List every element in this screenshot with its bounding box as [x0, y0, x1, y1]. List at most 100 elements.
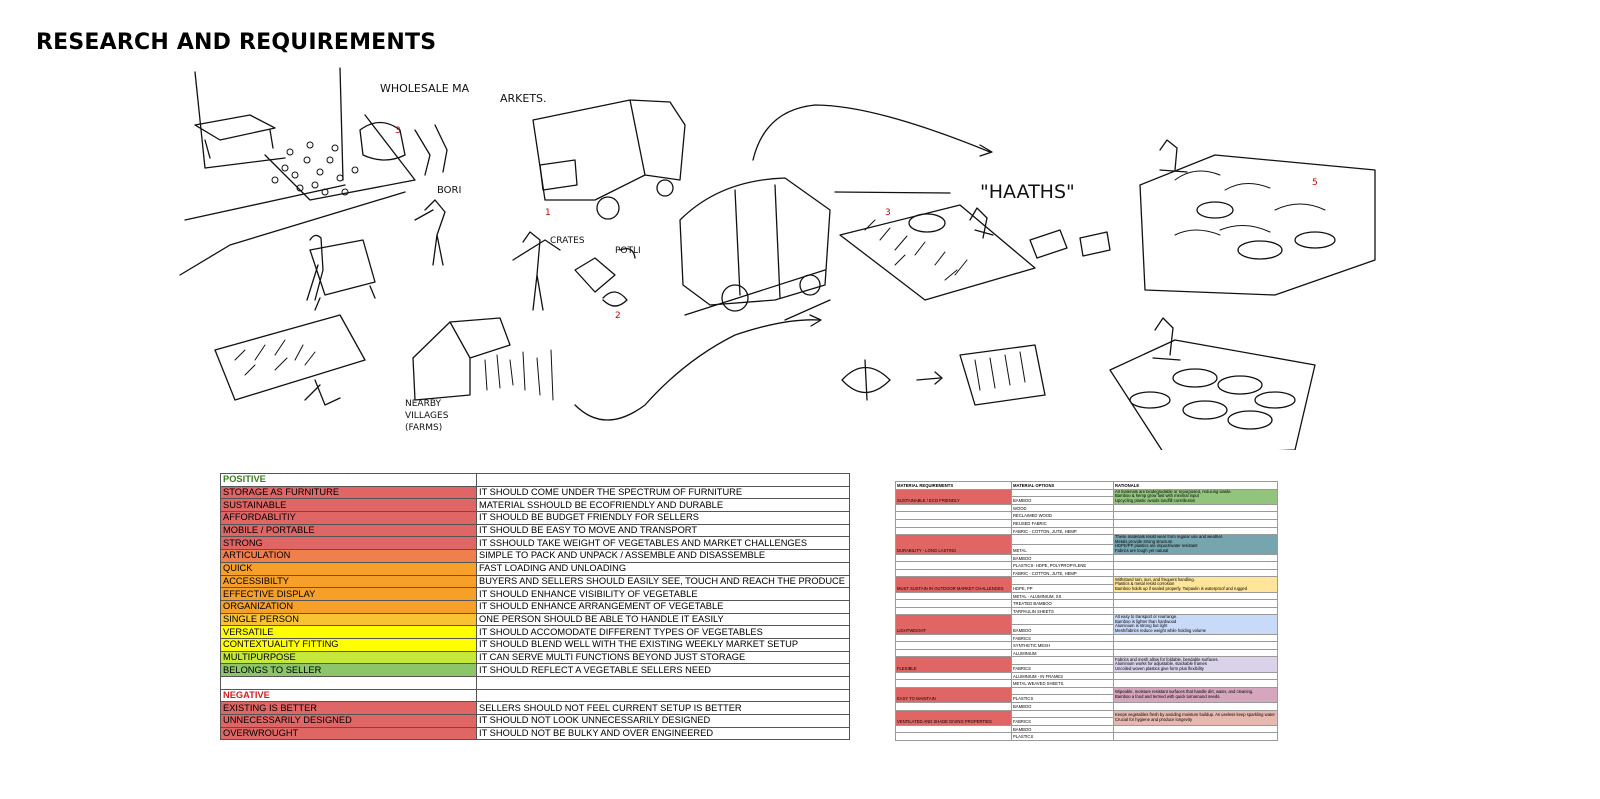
number-stall: 5 [1312, 178, 1318, 188]
empty-cell [895, 511, 1012, 520]
negative-header-row: NEGATIVE [220, 688, 850, 703]
material-option: ALUMINIUM - IN FRAMES [1011, 671, 1114, 681]
bottom-stall-seller-sketch [1152, 317, 1181, 361]
requirement-label: MULTIPURPOSE [220, 650, 477, 665]
material-option: SYNTHETIC MESH [1011, 641, 1114, 650]
material-option-blank [1011, 614, 1114, 625]
empty-cell [895, 561, 1012, 570]
material-option-row: FABRICS [895, 633, 1278, 643]
requirement-description: IT SHOULD BLEND WELL WITH THE EXISTING W… [476, 637, 850, 652]
material-option: METAL [1011, 543, 1114, 555]
requirement-label: MOBILE / PORTABLE [220, 523, 477, 538]
auto-rickshaw-sketch [679, 177, 831, 306]
empty-cell [1113, 599, 1278, 608]
material-option: FABRICS [1011, 633, 1114, 643]
material-requirement: LIGHTWEIGHT [895, 614, 1012, 635]
empty-cell [895, 599, 1012, 608]
number-potli: 2 [615, 311, 621, 321]
label-villages-3: (FARMS) [405, 423, 442, 433]
requirement-label: AFFORDABLITIY [220, 511, 477, 525]
requirement-label: QUICK [220, 561, 477, 576]
page-title: RESEARCH AND REQUIREMENTS [36, 30, 437, 55]
requirement-label: UNNECESSARILY DESIGNED [220, 714, 477, 728]
material-option: TARPAULIN SHEETS [1011, 606, 1114, 616]
bori-carrier-sketch [414, 199, 446, 266]
requirement-label: VERSATILE [220, 625, 477, 639]
requirement-description [476, 473, 850, 487]
label-arkets: ARKETS. [500, 92, 547, 105]
requirement-label: EFFECTIVE DISPLAY [220, 587, 477, 601]
material-option-row: FABRIC - COTTON, JUTE, HEMP [895, 568, 1278, 578]
material-option-row: TARPAULIN SHEETS [895, 606, 1278, 616]
empty-cell [895, 591, 1012, 601]
empty-cell [1113, 503, 1278, 513]
empty-cell [895, 724, 1012, 734]
material-option-row: PLASTICS [895, 732, 1278, 741]
empty-cell [1113, 553, 1278, 563]
requirement-description [476, 688, 850, 703]
bottom-stall-sketch [1109, 339, 1316, 450]
material-rationale: Keeps vegetables fresh by avoiding moist… [1113, 709, 1278, 726]
requirement-label: POSITIVE [220, 473, 477, 487]
material-requirement: SUSTAINABLE / ECO FRIENDLY [895, 488, 1012, 505]
material-option: FABRICS [1011, 664, 1114, 673]
empty-cell [895, 526, 1012, 536]
material-option: METAL - ALUMINIUM, SS [1011, 591, 1114, 601]
rationale-line: Metals provide strong structure [1115, 538, 1173, 544]
empty-cell [1113, 724, 1278, 734]
label-villages-1: NEARBY [405, 399, 442, 409]
material-option: FABRICS [1011, 717, 1114, 726]
stall-sketch [1139, 154, 1376, 296]
arrow-from-villages [574, 319, 821, 421]
material-option: TREATED BAMBOO [1011, 599, 1114, 608]
requirement-description: ONE PERSON SHOULD BE ABLE TO HANDLE IT E… [476, 612, 850, 627]
requirement-label: ARTICULATION [220, 549, 477, 563]
truck-sketch [532, 99, 686, 201]
material-requirement: MUST SUSTAIN IN OUTDOOR MARKET CHALLENGE… [895, 576, 1012, 593]
rationale-line: All easy to transport or rearrange. [1115, 614, 1178, 620]
material-rationale: Wipeable, moisture resistant surfaces th… [1113, 686, 1278, 704]
material-rationale: Withstand rain, sun, and frequent handli… [1113, 576, 1278, 593]
wholesale-ground-sketch [179, 67, 448, 276]
rationale-line: Mesh/fabrics reduce weight while holding… [1115, 628, 1207, 634]
requirement-description: IT SHOULD ENHANCE ARRANGEMENT OF VEGETAB… [476, 599, 850, 614]
requirement-label: STRONG [220, 536, 477, 551]
requirement-description: SIMPLE TO PACK AND UNPACK / ASSEMBLE AND… [476, 549, 850, 563]
material-group-row: LIGHTWEIGHT All easy to transport or rear… [895, 614, 1278, 635]
empty-cell [1113, 702, 1278, 711]
requirement-label: SINGLE PERSON [220, 612, 477, 627]
village-hut-sketch [412, 317, 511, 401]
material-option: BAMBOO [1011, 724, 1114, 734]
requirement-description [476, 676, 850, 690]
empty-cell [1113, 568, 1278, 578]
material-requirement: EASY TO MAINTAIN [895, 686, 1012, 704]
crates-porter-sketch [512, 231, 561, 311]
pumpkin-sketch [841, 359, 891, 401]
vegetable-tray-sketch [959, 344, 1046, 406]
material-option-row: SYNTHETIC MESH [895, 641, 1278, 650]
material-option-row: BAMBOO [895, 724, 1278, 734]
empty-cell [895, 641, 1012, 650]
material-option: WOOD [1011, 503, 1114, 513]
material-option: BAMBOO [1011, 553, 1114, 563]
requirement-description: IT SHOULD NOT LOOK UNNECESSARILY DESIGNE… [476, 714, 850, 728]
material-option: FABRIC - COTTON, JUTE, HEMP [1011, 568, 1114, 578]
material-option-blank [1011, 709, 1114, 719]
material-option-row: METAL [896, 543, 1278, 555]
empty-cell [1113, 606, 1278, 616]
requirement-description: IT SHOULD COME UNDER THE SPECTRUM OF FUR… [476, 485, 850, 500]
requirement-label [220, 676, 477, 690]
trolley-sketch [309, 239, 376, 311]
material-rationale: Fabrics and mesh allow for foldable, ben… [1113, 656, 1278, 673]
empty-cell [895, 671, 1012, 681]
